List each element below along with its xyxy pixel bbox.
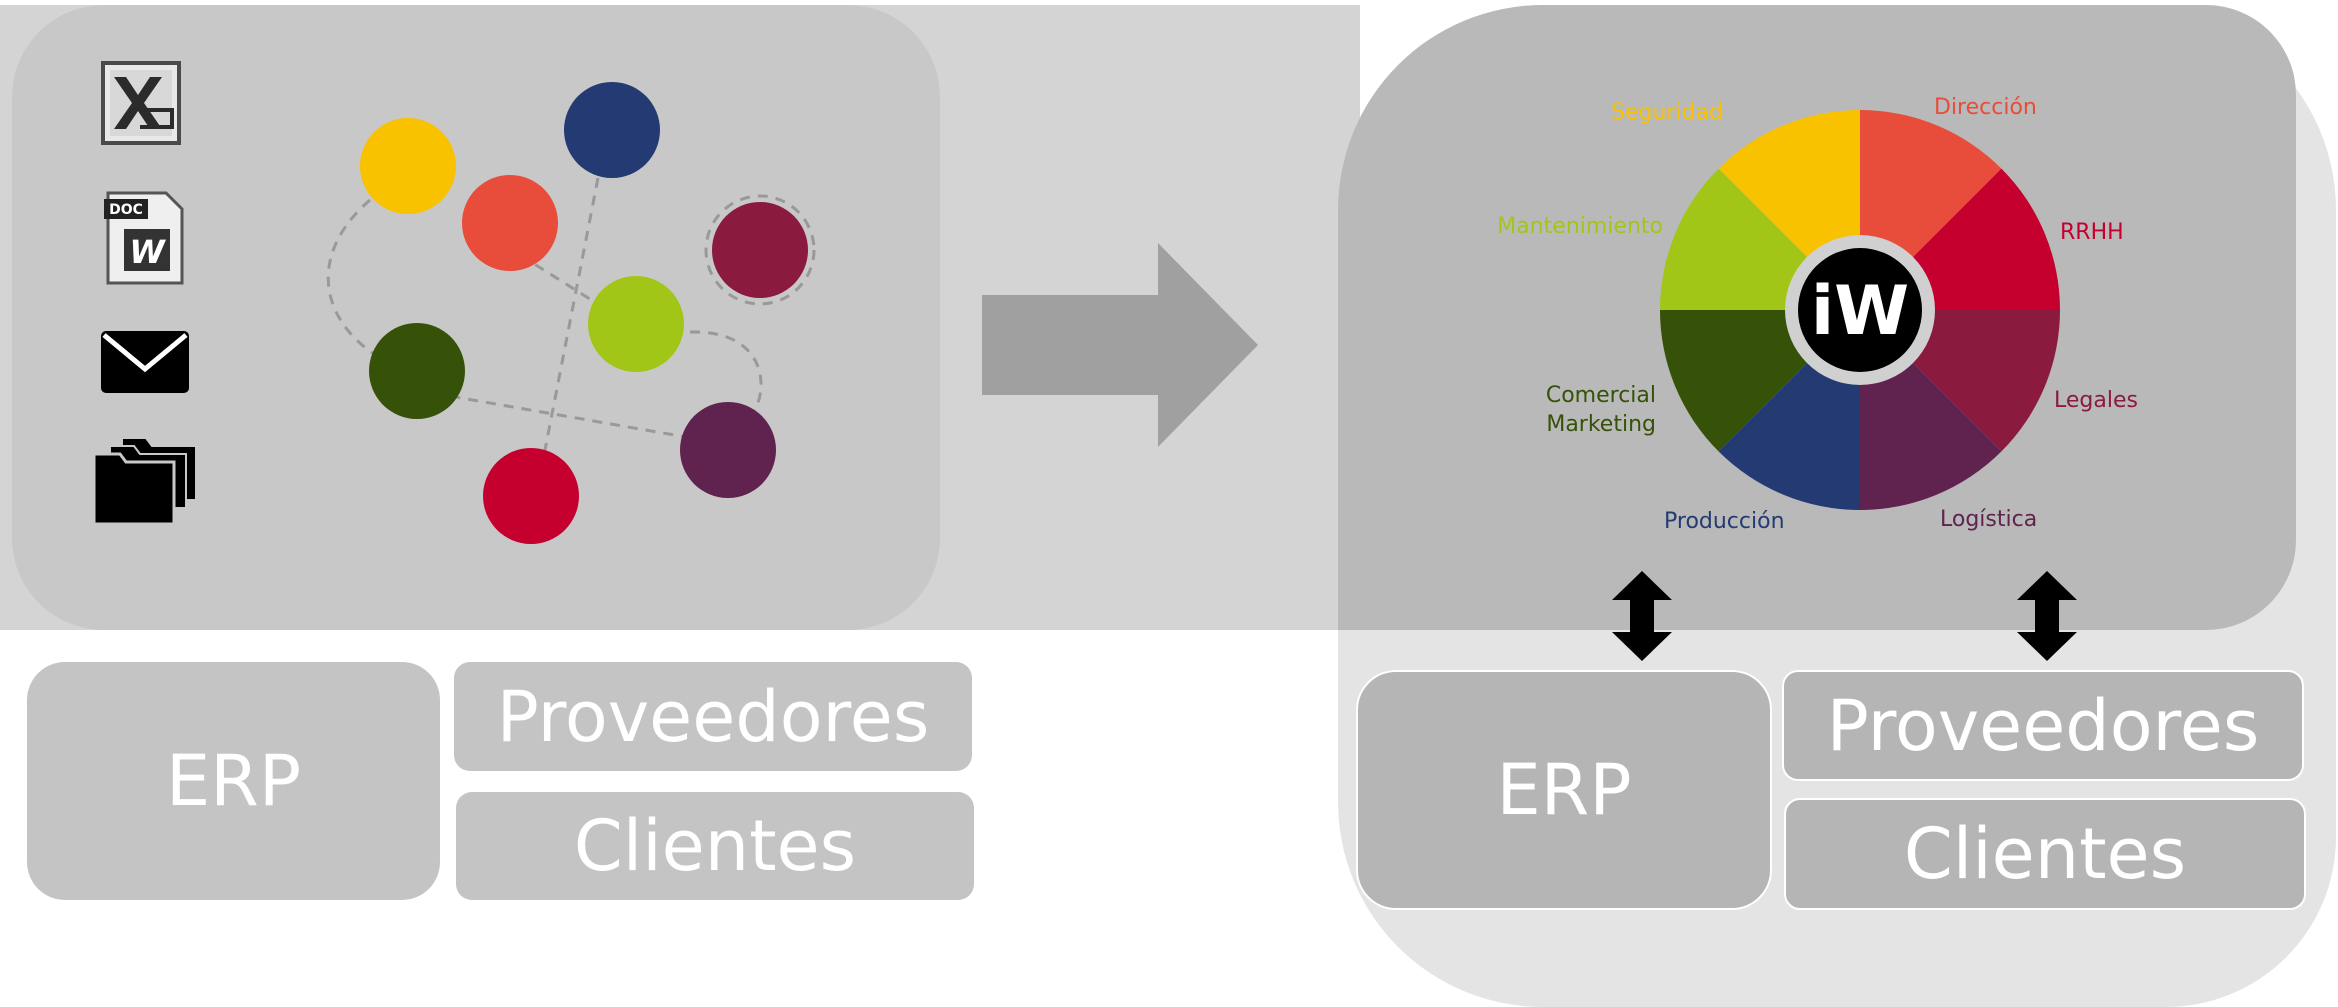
node-circle xyxy=(588,276,684,372)
envelope-icon xyxy=(101,331,189,393)
wheel-label-legales: Legales xyxy=(2054,388,2138,413)
clients-label: Clientes xyxy=(573,805,857,887)
excel-file-icon xyxy=(101,61,181,145)
clients-label: Clientes xyxy=(1903,813,2187,895)
clients-box-before: Clientes xyxy=(456,792,974,900)
wheel-label-direccion: Dirección xyxy=(1934,95,2037,120)
suppliers-label: Proveedores xyxy=(1826,684,2260,767)
word-doc-file-icon: DOC W xyxy=(104,191,184,285)
erp-label: ERP xyxy=(165,740,302,822)
clients-box-after: Clientes xyxy=(1784,798,2306,910)
node-circle xyxy=(483,448,579,544)
doc-label: DOC xyxy=(109,202,143,218)
folders-icon xyxy=(92,437,197,526)
iw-logo-icon xyxy=(1798,248,1922,372)
node-circle xyxy=(462,175,558,271)
suppliers-box-after: Proveedores xyxy=(1782,670,2304,781)
wheel-label-marketing: Marketing xyxy=(1546,412,1656,437)
transition-arrow-icon xyxy=(982,243,1258,447)
node-circle xyxy=(680,402,776,498)
wheel-label-mantenimiento: Mantenimiento xyxy=(1497,214,1663,239)
node-circle xyxy=(712,202,808,298)
suppliers-label: Proveedores xyxy=(496,675,930,758)
node-circle xyxy=(360,118,456,214)
node-circle xyxy=(369,323,465,419)
svg-text:W: W xyxy=(129,233,166,271)
scattered-nodes-diagram xyxy=(326,82,816,544)
wheel-label-produccion: Producción xyxy=(1664,509,1785,534)
erp-label: ERP xyxy=(1496,749,1632,831)
connector-line xyxy=(689,330,763,411)
wheel-label-logistica: Logística xyxy=(1940,507,2037,532)
double-arrow-icon xyxy=(2017,571,2077,661)
dashed-ring xyxy=(704,194,816,306)
connector-line xyxy=(326,198,416,377)
wheel-label-seguridad: Seguridad xyxy=(1611,100,1723,125)
wheel-label-comercial: Comercial xyxy=(1546,383,1656,408)
suppliers-box-before: Proveedores xyxy=(454,662,972,771)
wheel-label-rrhh: RRHH xyxy=(2060,220,2124,245)
document-icons: DOC W xyxy=(92,61,197,526)
iw-logo-text: iW xyxy=(1811,272,1909,351)
erp-box-before: ERP xyxy=(27,662,440,900)
erp-box-after: ERP xyxy=(1356,670,1772,910)
node-circle xyxy=(564,82,660,178)
double-arrow-icon xyxy=(1612,571,1672,661)
integrated-wheel-chart: iW Dirección RRHH Legales Logística Prod… xyxy=(1497,95,2138,534)
